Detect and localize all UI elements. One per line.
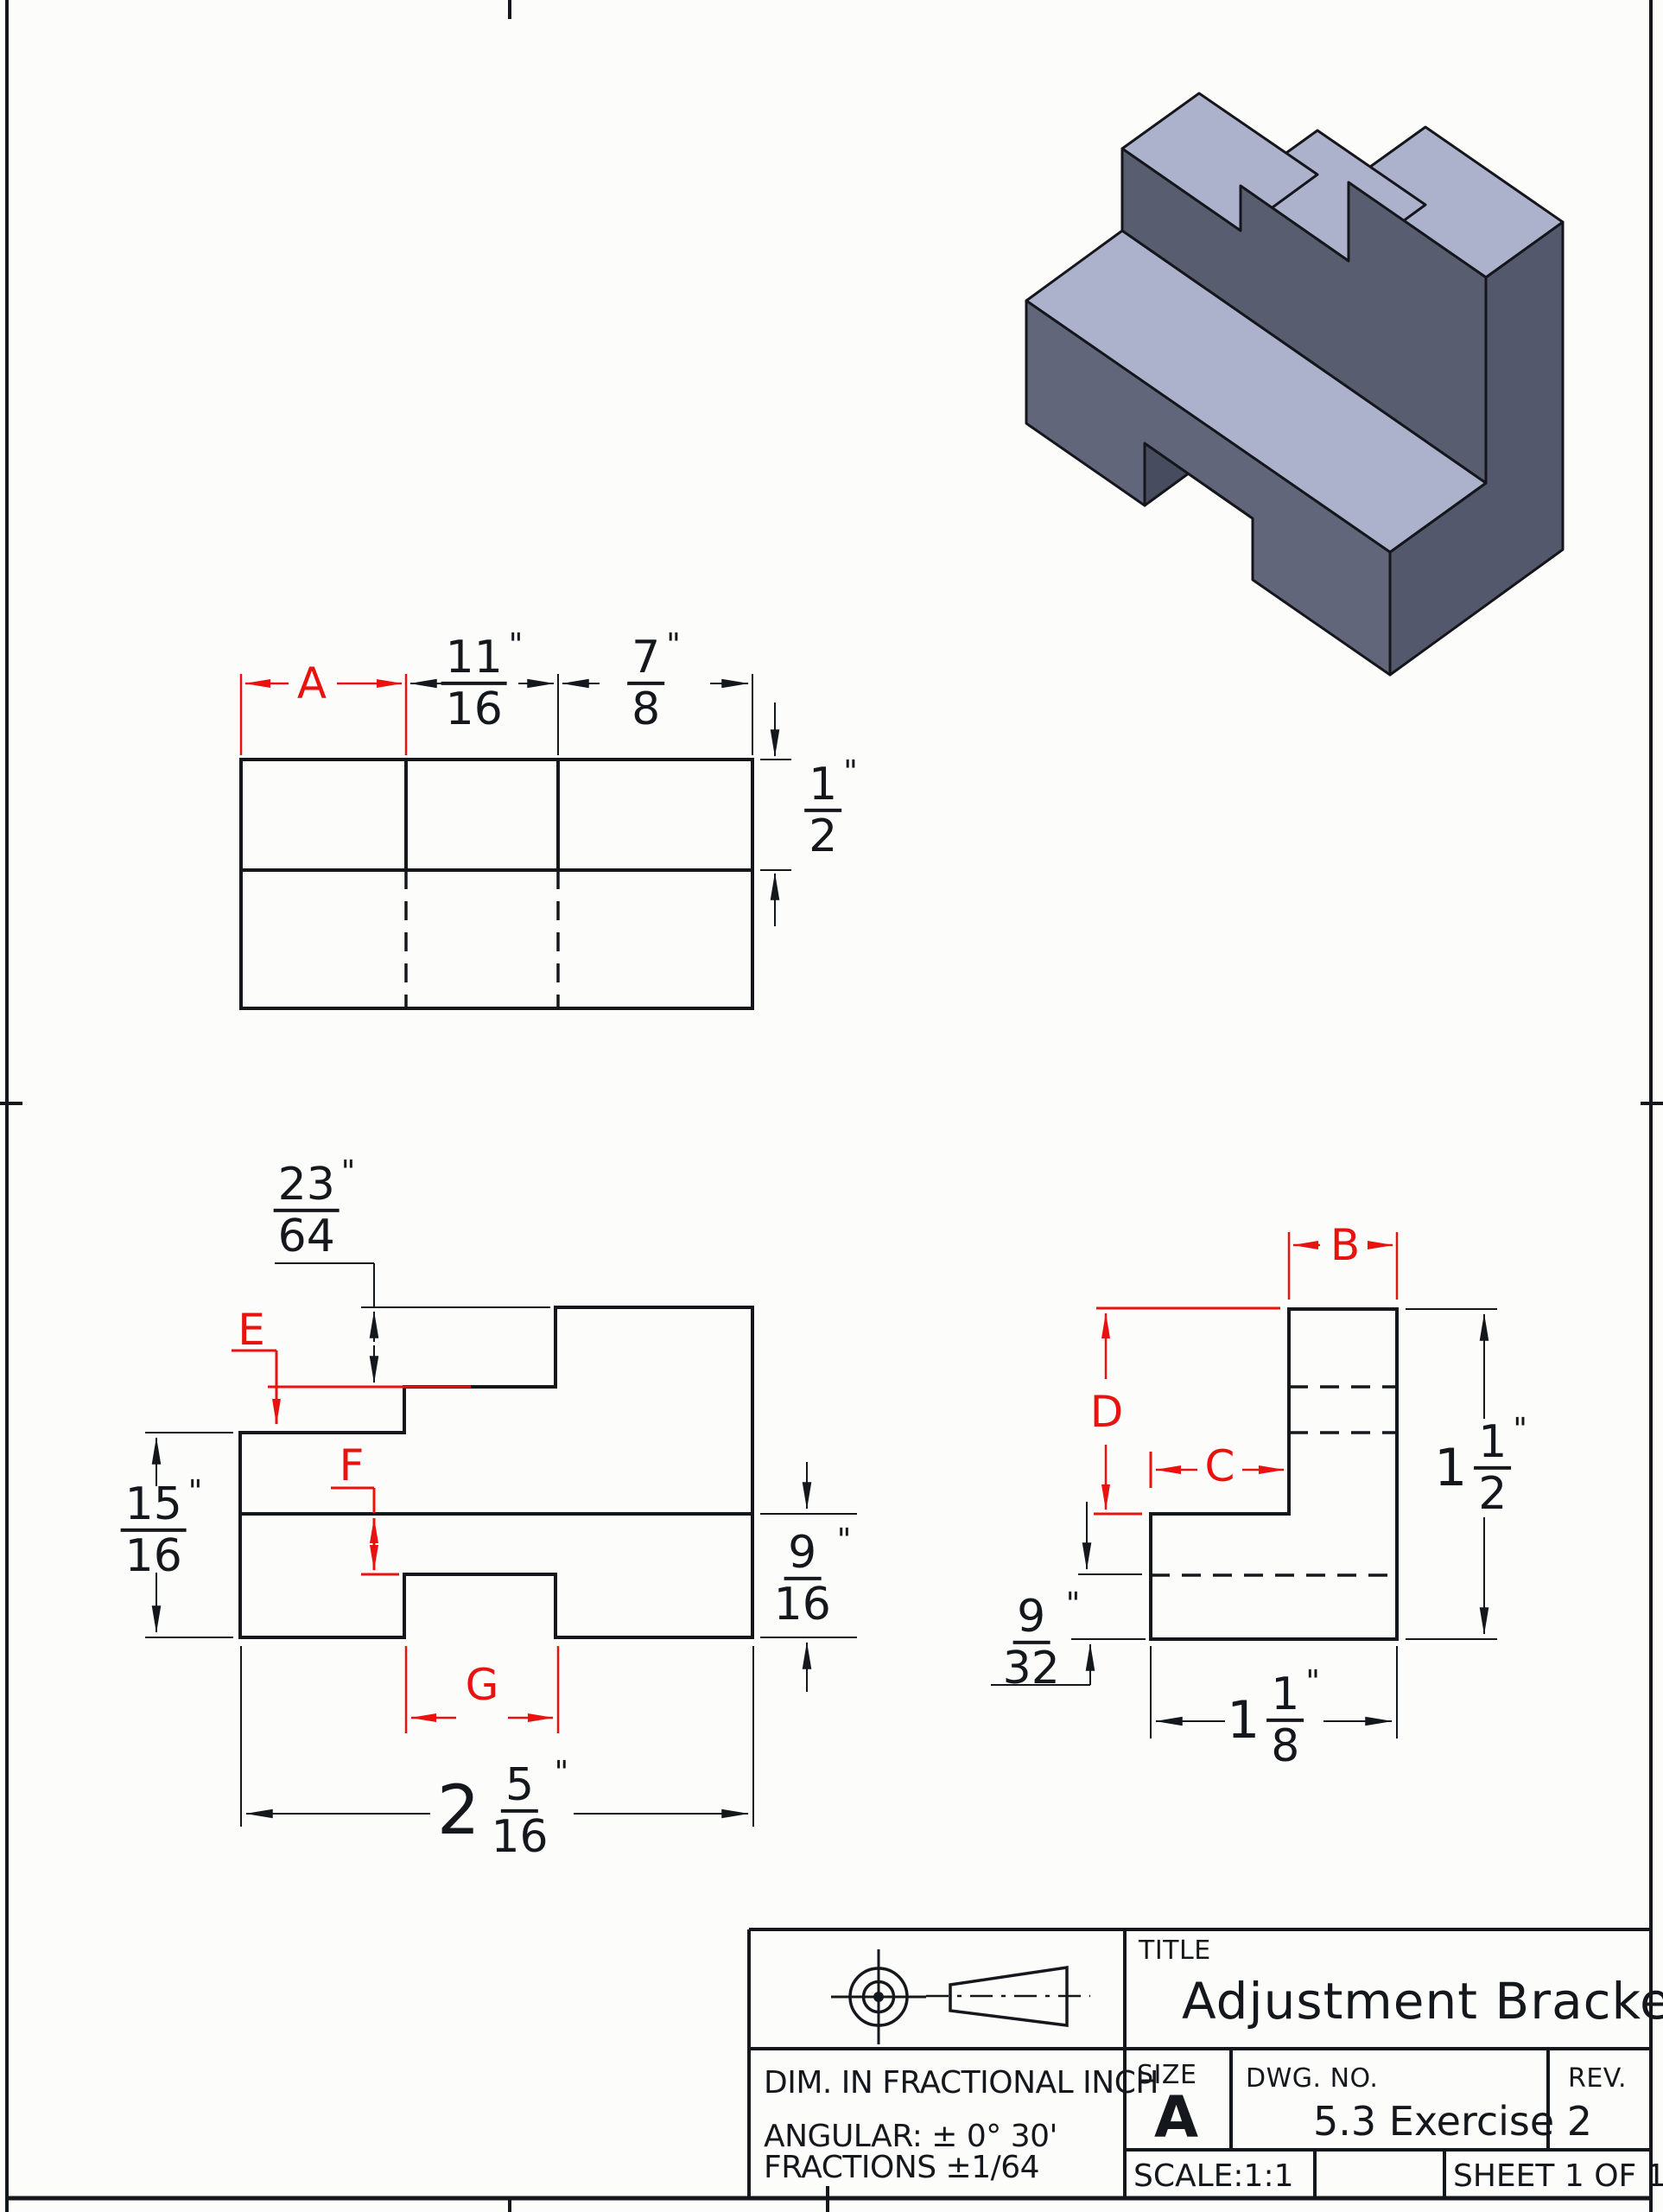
isometric-view	[1025, 92, 1565, 677]
dim-1-1-8-lines	[1150, 1646, 1398, 1738]
iso-ledge-front-face	[1025, 299, 1392, 677]
dim-1-2-lines	[760, 702, 791, 926]
dim-11-16-lines	[409, 674, 559, 755]
dim-c-lines	[1149, 1452, 1285, 1488]
dim-15-16-lines	[145, 1432, 233, 1638]
dwg-no-value: 5.3 Exercise 2	[1313, 2098, 1593, 2145]
dim-2-5-16-lines	[240, 1646, 754, 1827]
title-label: TITLE	[1139, 1936, 1211, 1966]
tolerance-line-1: DIM. IN FRACTIONAL INCH	[764, 2065, 1158, 2101]
rev-label: REV.	[1568, 2063, 1627, 2094]
dim-a-label: A	[296, 658, 327, 709]
dim-b-label: B	[1330, 1220, 1361, 1270]
tolerance-line-3: FRACTIONS ±1/64	[764, 2150, 1040, 2185]
dim-23-64-lines	[275, 1262, 550, 1384]
dim-d-label: D	[1089, 1387, 1124, 1437]
dim-f-label: F	[339, 1440, 365, 1491]
dim-e-lines	[232, 1349, 471, 1425]
dim-g-label: G	[465, 1660, 499, 1710]
dim-d-lines	[1094, 1306, 1280, 1516]
dim-1-1-2-lines	[1406, 1308, 1497, 1640]
dim-9-32-lines	[991, 1502, 1146, 1686]
tolerance-line-2: ANGULAR: ± 0° 30'	[764, 2119, 1057, 2154]
dim-7-8-lines	[561, 674, 753, 755]
dim-f-lines	[331, 1486, 399, 1576]
side-view	[991, 1232, 1497, 1738]
size-value: A	[1154, 2084, 1199, 2151]
dwg-no-label: DWG. NO.	[1246, 2063, 1379, 2094]
sheet-value: SHEET 1 OF 1	[1453, 2158, 1663, 2194]
iso-wall-front-face	[1120, 147, 1488, 485]
dim-e-label: E	[238, 1305, 265, 1355]
front-view	[145, 1262, 857, 1827]
scale-value: SCALE:1:1	[1133, 2158, 1294, 2194]
projection-symbol-icon	[831, 1949, 1090, 2044]
dim-g-lines	[404, 1646, 560, 1733]
dim-9-16-lines	[760, 1462, 857, 1692]
dim-c-label: C	[1204, 1441, 1235, 1491]
dim-b-lines	[1287, 1232, 1399, 1300]
top-view	[239, 674, 791, 1010]
drawing-title: Adjustment Bracket	[1182, 1972, 1663, 2031]
size-label: SIZE	[1137, 2060, 1197, 2090]
dim-a-lines	[239, 674, 408, 755]
title-block-lines	[747, 1928, 1651, 2198]
